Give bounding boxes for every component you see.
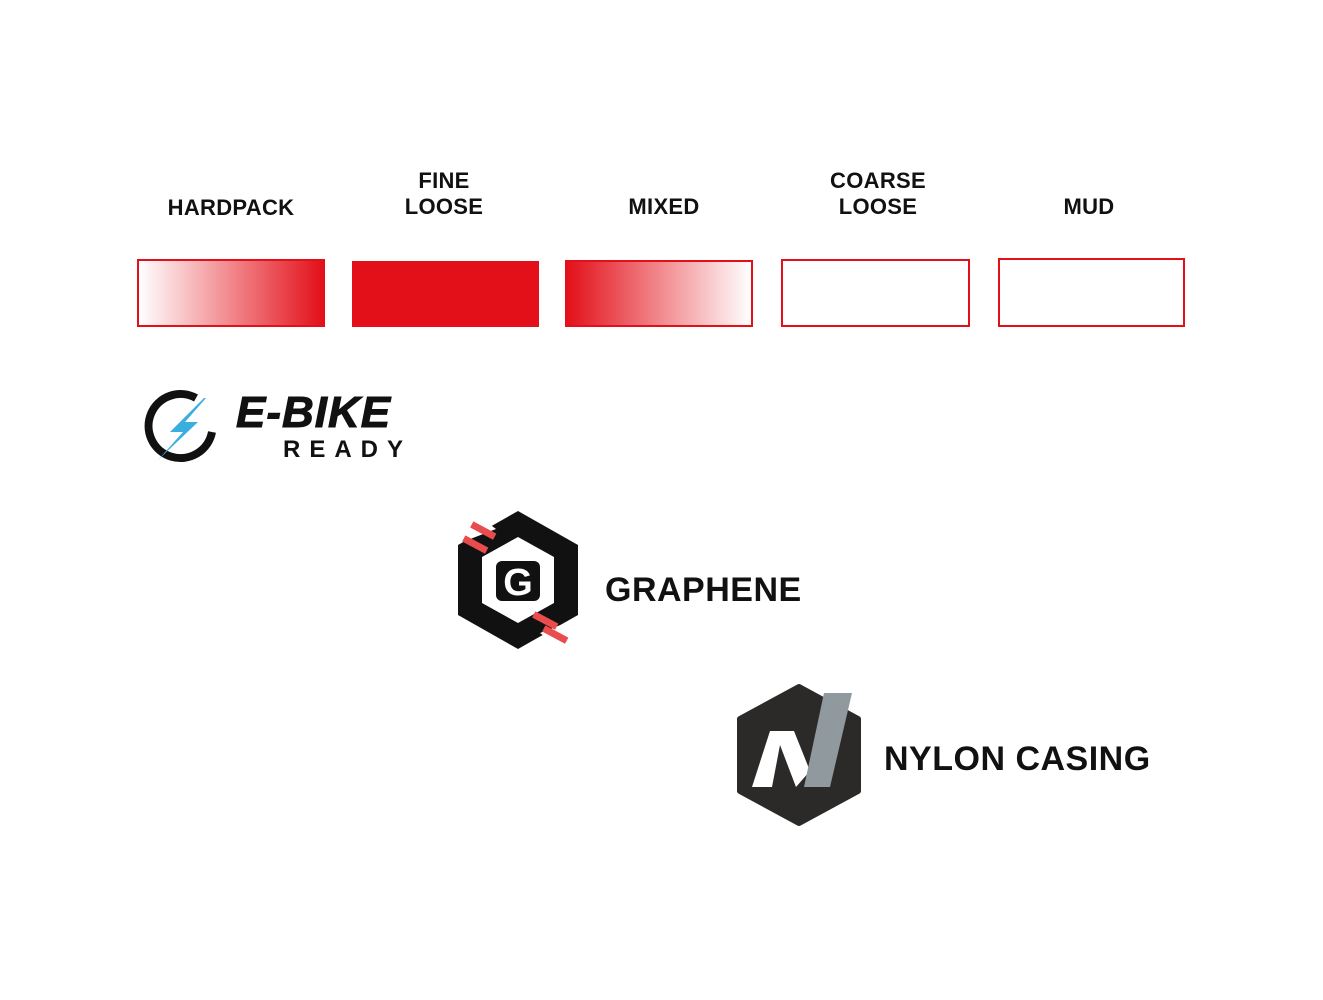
terrain-box-hardpack <box>137 259 325 327</box>
terrain-label-line: FINE <box>418 168 470 193</box>
graphene-logo-title: GRAPHENE <box>605 571 802 609</box>
terrain-label-coarse-loose: COARSE LOOSE <box>768 168 988 220</box>
terrain-label-fine-loose: FINE LOOSE <box>334 168 554 220</box>
terrain-label-line: MUD <box>1063 194 1115 219</box>
terrain-label-mixed: MIXED <box>554 194 774 220</box>
svg-text:G: G <box>503 562 533 604</box>
terrain-box-mixed <box>565 260 753 327</box>
terrain-label-line: MIXED <box>628 194 700 219</box>
terrain-label-mud: MUD <box>979 194 1199 220</box>
terrain-box-mud <box>998 258 1185 327</box>
terrain-label-line: HARDPACK <box>167 195 295 220</box>
nylon-logo-title: NYLON CASING <box>884 740 1151 778</box>
lightning-bolt-icon <box>144 390 216 462</box>
ebike-logo-title: E-BIKE <box>235 388 392 437</box>
graphene-hexagon-g-icon: G <box>452 511 584 649</box>
terrain-label-line: LOOSE <box>404 194 484 219</box>
terrain-label-line: COARSE <box>830 168 926 193</box>
nylon-hexagon-n-icon <box>737 684 861 826</box>
terrain-label-hardpack: HARDPACK <box>121 195 341 221</box>
terrain-box-coarse-loose <box>781 259 970 327</box>
terrain-label-line: LOOSE <box>838 194 918 219</box>
terrain-box-fine-loose <box>352 261 539 327</box>
ebike-logo-subtitle: READY <box>283 436 413 463</box>
